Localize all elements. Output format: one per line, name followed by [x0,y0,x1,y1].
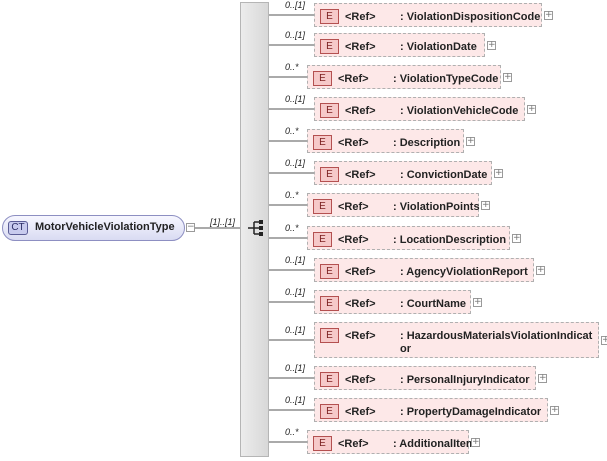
expand-toggle-icon[interactable]: + [494,168,503,178]
element-node[interactable]: E <Ref> : ViolationTypeCode [307,65,501,89]
expand-toggle-icon[interactable]: + [503,72,512,82]
element-badge: E [320,328,339,343]
element-name: : ViolationPoints [393,201,480,213]
element-node[interactable]: E <Ref> : ViolationPoints [307,193,480,217]
element-multiplicity: 0..[1] [285,287,306,297]
element-node[interactable]: E <Ref> : PropertyDamageIndicator [314,398,548,422]
expand-toggle-icon[interactable]: + [536,265,545,275]
element-node[interactable]: E <Ref> : PersonalInjuryIndicator [314,366,536,390]
expand-toggle-icon[interactable]: + [487,40,496,50]
expand-toggle-icon[interactable]: + [471,437,480,447]
element-badge: E [320,372,339,387]
element-ref-label: <Ref> [345,41,376,53]
element-ref-label: <Ref> [345,406,376,418]
element-multiplicity: 0..[1] [285,363,306,373]
element-multiplicity: 0..[1] [285,255,306,265]
element-name: : ViolationDispositionCode [400,11,541,23]
element-name: : HazardousMaterialsViolationIndicat [400,330,593,342]
element-multiplicity: 0..* [285,126,299,136]
element-name: : AgencyViolationReport [400,266,528,278]
element-ref-label: <Ref> [345,298,376,310]
element-name: : AdditionalItem [393,438,476,450]
expand-toggle-icon[interactable]: + [601,336,607,345]
complex-type-name: MotorVehicleViolationType [35,221,175,233]
element-ref-label: <Ref> [338,438,369,450]
element-node[interactable]: E <Ref> : ViolationDispositionCode [314,3,542,27]
element-ref-label: <Ref> [345,330,376,342]
element-badge: E [320,9,339,24]
element-ref-label: <Ref> [338,234,369,246]
element-multiplicity: 0..* [285,427,299,437]
complex-type-multiplicity: [1]..[1] [210,217,236,227]
expand-toggle-icon[interactable]: + [481,200,490,210]
element-node[interactable]: E <Ref> : ConvictionDate [314,161,492,185]
element-badge: E [320,103,339,118]
element-name: : CourtName [400,298,467,310]
expand-toggle-icon[interactable]: + [544,10,553,20]
element-name: : PropertyDamageIndicator [400,406,542,418]
element-name: : PersonalInjuryIndicator [400,374,530,386]
expand-toggle-icon[interactable]: + [550,405,559,415]
element-multiplicity: 0..* [285,223,299,233]
sequence-compositor-icon[interactable] [247,220,265,236]
expand-toggle-icon[interactable]: + [473,297,482,307]
element-ref-label: <Ref> [338,73,369,85]
element-name: : Description [393,137,461,149]
element-badge: E [320,404,339,419]
element-node[interactable]: E <Ref> : LocationDescription [307,226,510,250]
element-badge: E [313,232,332,247]
element-badge: E [320,264,339,279]
element-ref-label: <Ref> [345,11,376,23]
element-node[interactable]: E <Ref> : HazardousMaterialsViolationIndic… [314,322,599,358]
element-name-continued: or [400,343,411,355]
complex-type-badge: CT [8,221,28,235]
element-ref-label: <Ref> [338,201,369,213]
element-badge: E [320,39,339,54]
expand-toggle-icon[interactable]: + [512,233,521,243]
element-node[interactable]: E <Ref> : Description [307,129,464,153]
element-node[interactable]: E <Ref> : AdditionalItem [307,430,476,454]
element-multiplicity: 0..[1] [285,0,306,10]
element-multiplicity: 0..[1] [285,30,306,40]
element-node[interactable]: E <Ref> : ViolationVehicleCode [314,97,525,121]
element-multiplicity: 0..[1] [285,325,306,335]
element-badge: E [320,296,339,311]
element-ref-label: <Ref> [338,137,369,149]
element-name: : LocationDescription [393,234,507,246]
element-multiplicity: 0..[1] [285,395,306,405]
element-multiplicity: 0..* [285,62,299,72]
element-name: : ViolationTypeCode [393,73,499,85]
element-ref-label: <Ref> [345,374,376,386]
expand-toggle-icon[interactable]: + [527,104,536,114]
element-node[interactable]: E <Ref> : AgencyViolationReport [314,258,534,282]
element-badge: E [313,199,332,214]
element-name: : ViolationDate [400,41,477,53]
element-node[interactable]: E <Ref> : ViolationDate [314,33,485,57]
element-multiplicity: 0..[1] [285,158,306,168]
element-node[interactable]: E <Ref> : CourtName [314,290,471,314]
element-ref-label: <Ref> [345,266,376,278]
complex-type-node[interactable]: CT MotorVehicleViolationType [2,215,185,241]
element-ref-label: <Ref> [345,105,376,117]
element-name: : ConvictionDate [400,169,488,181]
element-ref-label: <Ref> [345,169,376,181]
collapse-toggle-icon[interactable]: − [186,222,195,232]
expand-toggle-icon[interactable]: + [466,136,475,146]
element-name: : ViolationVehicleCode [400,105,519,117]
element-badge: E [313,71,332,86]
element-multiplicity: 0..[1] [285,94,306,104]
element-badge: E [313,436,332,451]
expand-toggle-icon[interactable]: + [538,373,547,383]
element-badge: E [320,167,339,182]
element-badge: E [313,135,332,150]
element-multiplicity: 0..* [285,190,299,200]
